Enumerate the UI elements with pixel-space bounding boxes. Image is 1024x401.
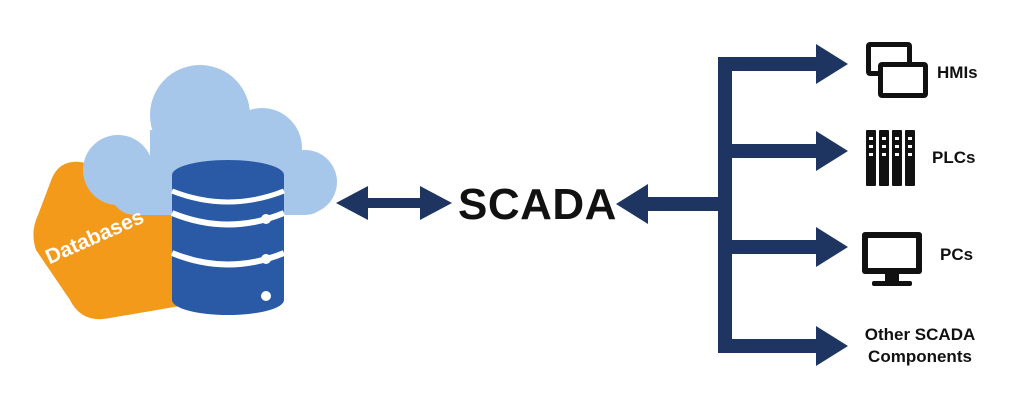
pcs-label: PCs [940,245,974,264]
scada-label: SCADA [458,180,617,229]
other-label-line2: Components [868,347,972,366]
hmi-screens-icon [866,42,928,98]
other-label-line1: Other SCADA [864,325,976,344]
branch-arrow-pcs [718,227,848,267]
distribution-bus [718,57,732,353]
branch-arrow-hmis [718,44,848,84]
bidirectional-arrow [336,186,452,220]
branch-arrow-plcs [718,131,848,171]
plcs-label: PLCs [932,148,976,167]
branch-arrow-other [718,326,848,366]
plc-rack-icon [866,130,915,186]
other-scada-components-label: Other SCADA Components [860,324,980,368]
scada-input-arrow [616,184,726,224]
hmis-label: HMIs [937,63,978,82]
monitor-icon [862,232,922,286]
database-icon [170,160,286,315]
